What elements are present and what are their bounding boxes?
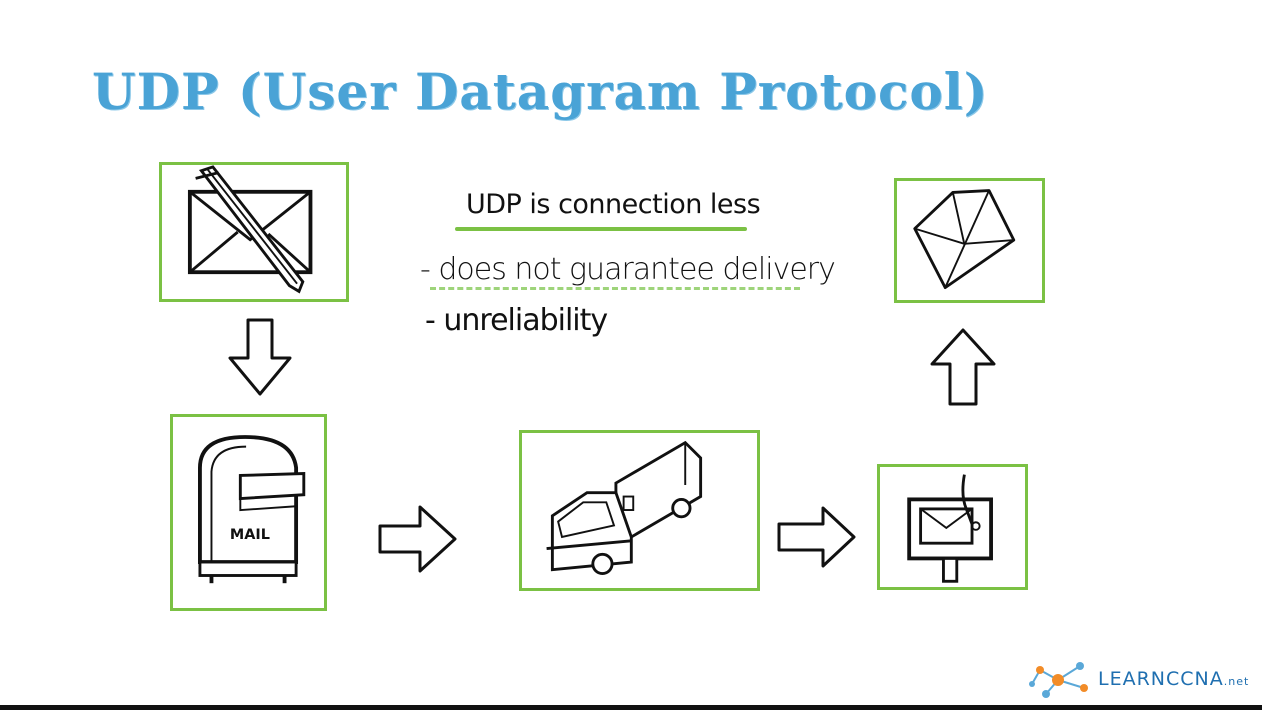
brand-name-text: LEARNCCNA — [1098, 668, 1224, 690]
write-letter-box — [159, 162, 349, 302]
mailbox-icon: MAIL — [198, 435, 306, 584]
home-mailbox-box — [877, 464, 1028, 590]
up-arrow-icon — [930, 328, 996, 406]
bullet-underline — [430, 287, 800, 290]
right-arrow-icon — [378, 504, 458, 574]
heading-underline — [455, 227, 747, 231]
delivery-truck-box — [519, 430, 760, 591]
envelope-pen-icon — [187, 165, 313, 294]
brand-suffix: .net — [1223, 675, 1250, 688]
slide-title: UDP (User Datagram Protocol) — [92, 62, 989, 121]
brand-name: LEARNCCNA.net — [1098, 668, 1249, 690]
note-bullet-delivery: - does not guarantee delivery — [420, 252, 836, 287]
open-envelope-icon — [913, 189, 1016, 290]
home-mailbox-icon — [907, 474, 993, 583]
received-letter-box — [894, 178, 1045, 303]
bottom-bar — [0, 705, 1262, 710]
mailbox-label: MAIL — [230, 527, 270, 543]
mailbox-box: MAIL — [170, 414, 327, 611]
network-logo-icon — [1029, 662, 1088, 698]
right-arrow-icon — [777, 506, 857, 568]
down-arrow-icon — [228, 318, 292, 396]
brand-logo: LEARNCCNA.net — [1028, 660, 1260, 700]
truck-icon — [546, 440, 703, 576]
note-bullet-reliability: - unreliability — [425, 303, 608, 338]
note-heading: UDP is connection less — [466, 189, 761, 220]
